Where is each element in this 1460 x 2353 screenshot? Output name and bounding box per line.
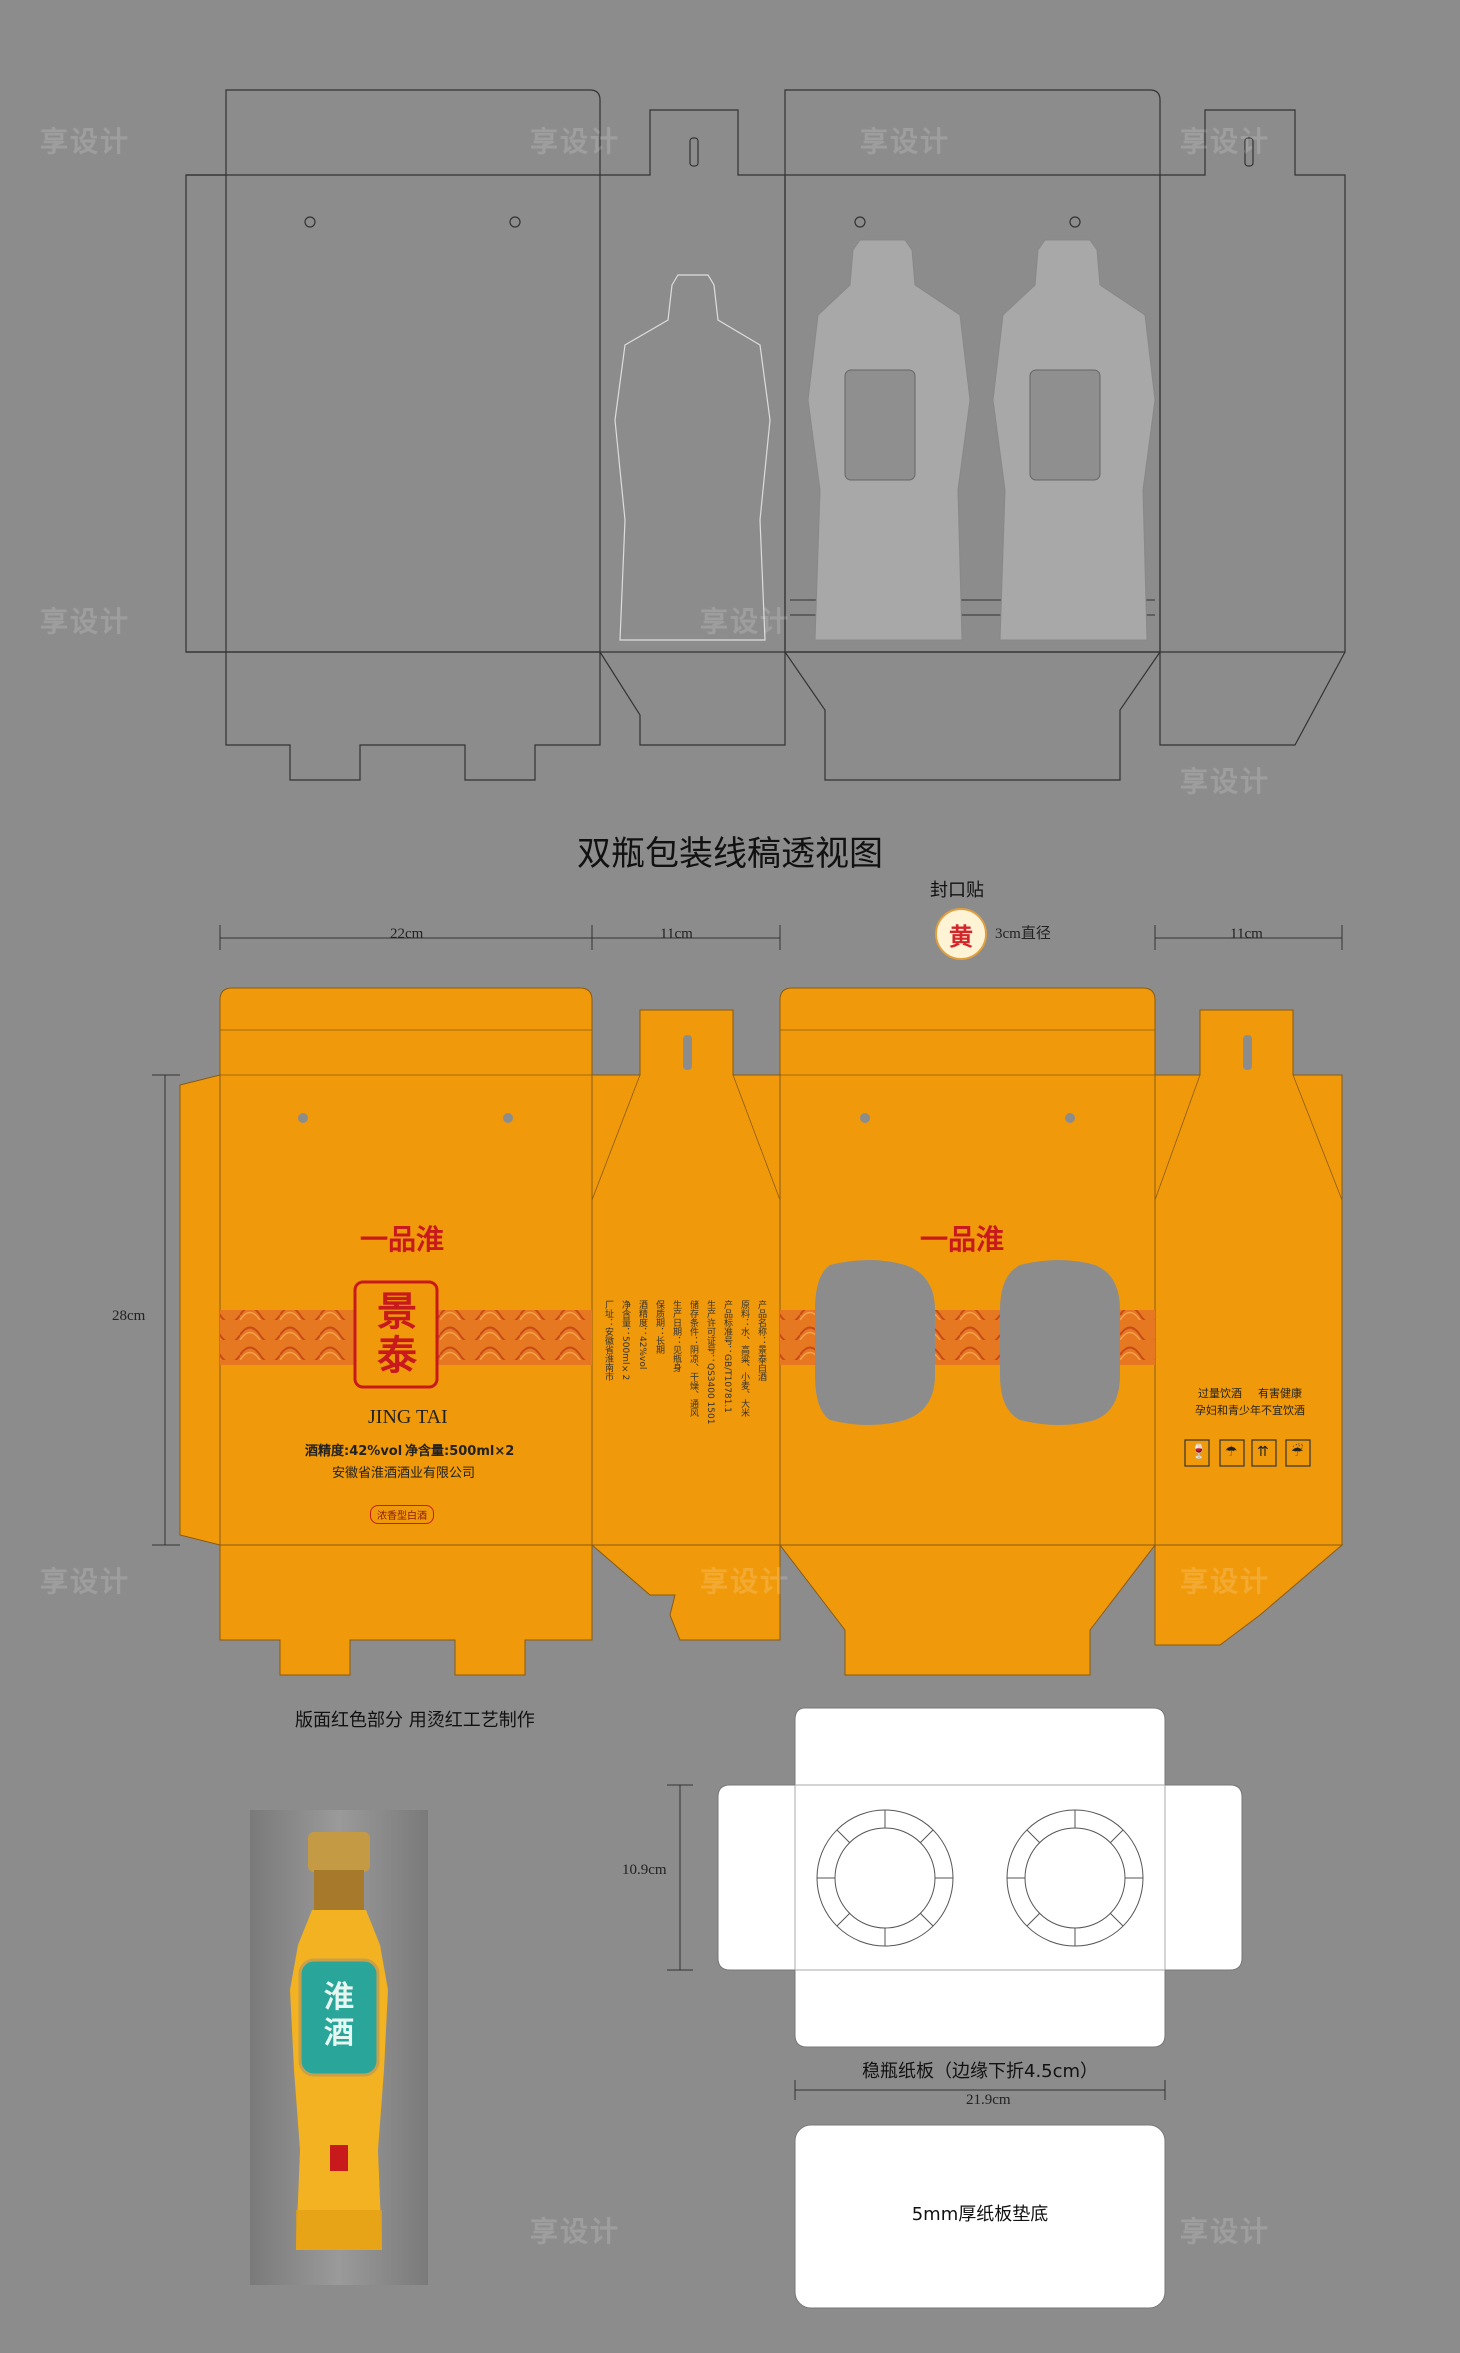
front-brand: 一品淮	[360, 1223, 445, 1256]
dim-height: 28cm	[112, 1308, 146, 1324]
front-company: 安徽省淮酒酒业有限公司	[332, 1466, 476, 1481]
watermark: 享设计	[530, 2215, 621, 2248]
watermark: 享设计	[700, 1565, 791, 1598]
side-2-bottom-flap	[1154, 1544, 1344, 1646]
dim-insert-width: 21.9cm	[966, 2092, 1011, 2108]
seal-diameter: 3cm直径	[995, 926, 1051, 942]
front-panel	[219, 987, 593, 1546]
watermark: 享设计	[40, 1565, 131, 1598]
keep-dry-icon: ☔	[1291, 1444, 1304, 1460]
side-info-line: 储存条件：阴凉、干燥、通风	[688, 1300, 698, 1417]
insert-note: 稳瓶纸板（边缘下折4.5cm）	[862, 2061, 1099, 2082]
bottle-photo: 淮酒	[250, 1810, 428, 2285]
side-info-line: 原料：水、高粱、小麦、大米	[739, 1300, 749, 1417]
watermark: 享设计	[1180, 125, 1271, 158]
window-cutout-2	[1000, 1260, 1120, 1425]
side-info-line: 产品标准号：GB/T10781.1	[722, 1300, 732, 1413]
draft-front-panel	[225, 89, 601, 653]
side-info-line: 生产许可证号：QS3400 1501	[705, 1300, 715, 1425]
side-info-line: 产品名称：景泰白酒	[756, 1300, 766, 1381]
side-info-line: 酒精度：42%vol	[637, 1300, 647, 1370]
draft-back-panel	[784, 89, 1161, 653]
front-bottom-flap	[219, 1544, 593, 1676]
side-1-bottom-flap	[590, 1544, 781, 1641]
base-board	[794, 2124, 1166, 2309]
warning-2: 有害健康	[1258, 1387, 1302, 1400]
dim-insert-height: 10.9cm	[622, 1862, 667, 1878]
front-pinyin: JING TAI	[368, 1406, 448, 1428]
side-info-block: 产品名称：景泰白酒 原料：水、高粱、小麦、大米 产品标准号：GB/T10781.…	[603, 1300, 768, 1500]
watermark: 享设计	[40, 125, 131, 158]
dim-side-width-1: 11cm	[660, 926, 693, 942]
watermark: 享设计	[860, 125, 951, 158]
glass-icon: 🍷	[1190, 1444, 1208, 1460]
back-brand: 一品淮	[920, 1223, 1005, 1256]
page-title: 双瓶包装线稿透视图	[577, 834, 883, 874]
seal-sticker: 黄	[935, 908, 987, 960]
watermark: 享设计	[1180, 2215, 1271, 2248]
bottle-label: 淮酒	[324, 1980, 354, 2051]
watermark: 享设计	[530, 125, 621, 158]
bottle-illustration	[290, 1832, 388, 2250]
side-info-line: 净含量：500ml×2	[620, 1300, 630, 1381]
watermark: 享设计	[700, 605, 791, 638]
front-product-name: 景泰	[377, 1288, 417, 1379]
seal-char: 黄	[949, 921, 973, 951]
hot-stamp-note: 版面红色部分 用烫红工艺制作	[295, 1710, 535, 1731]
draft-side-panel-2	[1160, 109, 1346, 653]
side-info-line: 厂址：安徽省淮南市	[603, 1300, 613, 1381]
product-name-frame	[353, 1280, 439, 1389]
front-tag: 浓香型白酒	[370, 1505, 434, 1524]
base-note: 5mm厚纸板垫底	[911, 2204, 1049, 2225]
dim-front-width: 22cm	[390, 926, 424, 942]
watermark: 享设计	[40, 605, 131, 638]
window-cutout-1	[815, 1260, 935, 1425]
watermark: 享设计	[1180, 1565, 1271, 1598]
warning-1: 过量饮酒	[1198, 1387, 1242, 1400]
front-alcohol: 酒精度:42%vol	[305, 1444, 403, 1459]
front-volume: 净含量:500ml×2	[405, 1444, 515, 1459]
watermark: 享设计	[1180, 765, 1271, 798]
this-side-up-icon: ⇈	[1257, 1444, 1269, 1460]
seal-label: 封口贴	[930, 880, 984, 901]
warning-3: 孕妇和青少年不宜饮酒	[1195, 1404, 1305, 1417]
side-info-line: 生产日期：见瓶身	[671, 1300, 681, 1372]
side-info-line: 保质期：长期	[654, 1300, 664, 1354]
line-draft-dieline	[185, 89, 1346, 781]
dim-side-width-2: 11cm	[1230, 926, 1263, 942]
fragile-icon: ☂	[1225, 1444, 1238, 1460]
